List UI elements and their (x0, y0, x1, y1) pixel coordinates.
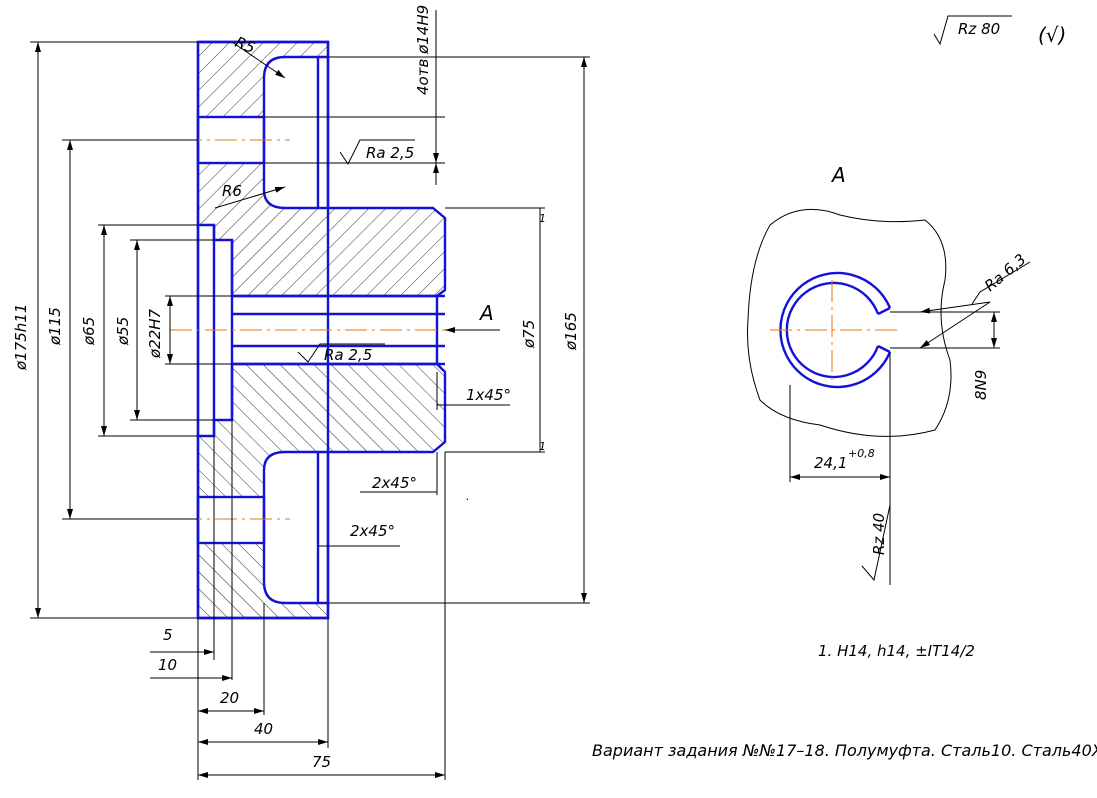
dim-len-5: 5 (163, 626, 173, 644)
section-view: . ø175h11 ø115 ø65 ø55 ø22H7 ø75 ø165 4о… (12, 5, 590, 780)
dim-d175: ø175h11 (12, 304, 30, 371)
outer-hub-circle (779, 271, 892, 389)
dim-len-75: 75 (312, 753, 331, 771)
drawing-title: Вариант задания №№17–18. Полумуфта. Стал… (592, 741, 1097, 760)
dim-d65: ø65 (80, 317, 98, 346)
tick-top: 1 (539, 212, 546, 225)
keyway-depth-tolerance: +0,8 (848, 447, 875, 460)
tick-bottom: 1 (539, 440, 546, 453)
dim-d22h7: ø22H7 (146, 308, 164, 359)
chamfer-1x45: 1x45° (466, 386, 511, 404)
radius-r6: R6 (222, 182, 242, 200)
keyway-ra: Ra 6,3 (981, 250, 1030, 295)
lower-section-hatch (198, 364, 445, 618)
chamfer-2x45-b: 2x45° (350, 522, 395, 540)
dim-len-10: 10 (158, 656, 177, 674)
keyway-depth: 24,1 (814, 454, 847, 472)
keyway-width: 8N9 (972, 370, 990, 400)
dim-len-40: 40 (254, 720, 273, 738)
dim-d165: ø165 (562, 312, 580, 351)
dim-d75: ø75 (520, 320, 538, 349)
ra-bore: Ra 2,5 (324, 346, 372, 364)
dim-len-20: 20 (220, 689, 239, 707)
dim-d115: ø115 (46, 307, 64, 346)
section-label-a: A (478, 301, 494, 325)
other-surfaces-mark: (√) (1038, 23, 1066, 47)
ra-flange: Ra 2,5 (366, 144, 414, 162)
holes-callout: 4отв ø14H9 (414, 5, 432, 95)
dim-d55: ø55 (114, 317, 132, 346)
tolerance-note: 1. H14, h14, ±IT14/2 (818, 642, 975, 660)
svg-text:.: . (466, 490, 470, 503)
break-outline (747, 208, 952, 437)
chamfer-2x45-a: 2x45° (372, 474, 417, 492)
rz80-label: Rz 80 (958, 20, 1000, 38)
detail-label-a: A (830, 163, 846, 187)
general-surface-mark: Rz 80 (√) (933, 15, 1066, 47)
upper-section-hatch (198, 42, 445, 296)
detail-view-a: A 8N9 Ra 6,3 24,1 +0,8 Rz 40 (747, 163, 1031, 585)
keyway-rz: Rz 40 (870, 513, 888, 555)
